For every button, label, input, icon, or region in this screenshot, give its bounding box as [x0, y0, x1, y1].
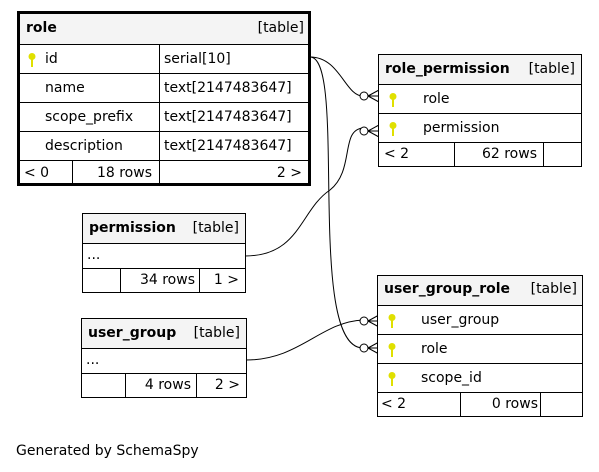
column-row[interactable]: name text[2147483647] [20, 74, 308, 103]
parents-link[interactable]: < 2 [381, 396, 407, 412]
table-type: [table] [193, 325, 240, 341]
table-footer: < 2 0 rows [378, 393, 582, 416]
column-row[interactable]: scope_prefix text[2147483647] [20, 103, 308, 132]
table-name: role [26, 20, 57, 36]
key-icon [388, 372, 396, 386]
table-name: permission [89, 220, 176, 236]
column-type: text[2147483647] [164, 109, 292, 125]
table-permission[interactable]: permission [table] ... 34 rows 1 > [82, 213, 246, 293]
cell-divider [460, 393, 461, 416]
parents-link[interactable]: < 2 [384, 146, 410, 162]
table-type: [table] [192, 220, 239, 236]
table-header: user_group [table] [82, 319, 246, 349]
column-row[interactable]: role [379, 85, 581, 114]
edge-role-to-user-group-role [309, 56, 364, 349]
table-footer: 4 rows 2 > [82, 374, 246, 397]
column-row: ... [82, 349, 246, 374]
children-link[interactable]: 2 > [214, 377, 240, 393]
column-name: user_group [421, 312, 500, 328]
cell-divider [72, 161, 73, 186]
children-link[interactable]: 2 > [276, 165, 302, 181]
column-row[interactable]: user_group [378, 306, 582, 335]
optional-marker [359, 316, 369, 326]
elided-columns: ... [86, 352, 100, 368]
cell-divider [199, 269, 200, 292]
parents-link[interactable]: < 0 [24, 165, 50, 181]
cell-divider [159, 45, 160, 73]
cell-divider [125, 374, 126, 397]
cell-divider [454, 143, 455, 166]
optional-marker [359, 91, 369, 101]
table-header: user_group_role [table] [378, 276, 582, 306]
table-header: role_permission [table] [379, 55, 581, 85]
column-row[interactable]: description text[2147483647] [20, 132, 308, 161]
table-footer: < 2 62 rows [379, 143, 581, 166]
edge-user-group-to-user-group-role [245, 319, 364, 361]
edge-role-to-role-permission [309, 56, 364, 97]
table-role[interactable]: role [table] id serial[10] name text[214… [17, 11, 311, 186]
cell-divider [159, 161, 160, 186]
column-type: text[2147483647] [164, 80, 292, 96]
column-name: id [45, 51, 58, 67]
column-row: ... [83, 244, 245, 269]
key-icon [388, 343, 396, 357]
column-name: role [421, 341, 448, 357]
children-link[interactable]: 1 > [213, 272, 239, 288]
column-name: description [45, 138, 123, 154]
table-footer: < 0 18 rows 2 > [20, 161, 308, 186]
column-name: name [45, 80, 85, 96]
optional-marker [359, 126, 369, 136]
column-row[interactable]: role [378, 335, 582, 364]
table-header: permission [table] [83, 214, 245, 244]
column-type: text[2147483647] [164, 138, 292, 154]
table-footer: 34 rows 1 > [83, 269, 245, 292]
table-name: role_permission [385, 61, 510, 77]
cell-divider [543, 143, 544, 166]
cell-divider [159, 132, 160, 160]
key-icon [389, 93, 397, 107]
key-icon [388, 314, 396, 328]
generated-by-footer: Generated by SchemaSpy [16, 443, 199, 459]
optional-marker [359, 343, 369, 353]
table-name: user_group [88, 325, 177, 341]
table-type: [table] [530, 281, 577, 297]
column-row[interactable]: permission [379, 114, 581, 143]
row-count: 4 rows [144, 377, 191, 393]
column-name: scope_prefix [45, 109, 134, 125]
row-count: 34 rows [139, 272, 195, 288]
row-count: 0 rows [491, 396, 538, 412]
column-row[interactable]: id serial[10] [20, 45, 308, 74]
table-name: user_group_role [384, 281, 511, 297]
table-header: role [table] [20, 14, 308, 45]
cell-divider [196, 374, 197, 397]
cell-divider [540, 393, 541, 416]
cell-divider [159, 74, 160, 102]
table-user-group-role[interactable]: user_group_role [table] user_group role … [377, 275, 583, 417]
table-type: [table] [257, 20, 304, 36]
key-icon [28, 53, 36, 67]
key-icon [389, 122, 397, 136]
column-name: scope_id [421, 370, 482, 386]
cell-divider [159, 103, 160, 131]
column-name: role [423, 91, 450, 107]
column-type: serial[10] [164, 51, 231, 67]
row-count: 18 rows [96, 165, 152, 181]
column-name: permission [423, 120, 500, 136]
table-user-group[interactable]: user_group [table] ... 4 rows 2 > [81, 318, 247, 398]
table-type: [table] [528, 61, 575, 77]
column-row[interactable]: scope_id [378, 364, 582, 393]
row-count: 62 rows [481, 146, 537, 162]
elided-columns: ... [87, 247, 101, 263]
table-role-permission[interactable]: role_permission [table] role permission … [378, 54, 582, 167]
cell-divider [120, 269, 121, 292]
